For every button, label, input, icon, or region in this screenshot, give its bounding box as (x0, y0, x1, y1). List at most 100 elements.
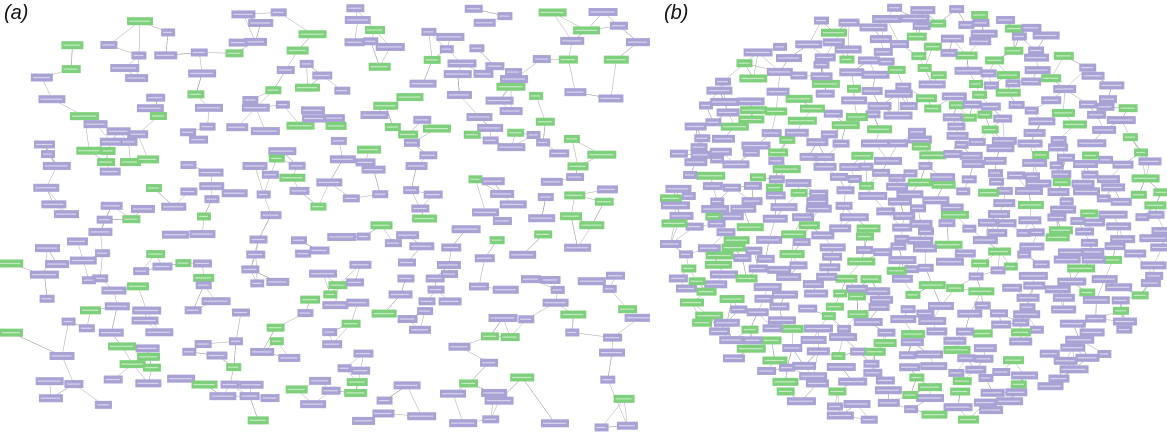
node-label-glyphs (920, 230, 932, 232)
network-node (1021, 77, 1042, 86)
network-edge (99, 253, 103, 279)
node-label-glyphs (1079, 142, 1104, 144)
node-label-glyphs (443, 273, 456, 275)
network-node (600, 375, 616, 384)
network-node (868, 302, 890, 311)
network-node (231, 10, 256, 19)
network-node (1059, 319, 1086, 328)
node-label-glyphs (343, 323, 358, 325)
node-label-glyphs (774, 381, 796, 383)
network-node (1084, 218, 1106, 227)
node-label-glyphs (474, 211, 497, 213)
network-node (145, 184, 162, 193)
network-node (1051, 108, 1075, 117)
network-node (779, 250, 805, 259)
node-label-glyphs (945, 340, 964, 342)
network-node (1112, 160, 1134, 169)
network-node (540, 275, 561, 284)
network-edge (138, 21, 141, 56)
network-node (978, 188, 1000, 197)
node-label-glyphs (244, 99, 256, 101)
network-node (327, 232, 357, 241)
network-node (100, 201, 123, 210)
network-node (890, 40, 910, 49)
network-node (769, 302, 790, 311)
node-label-glyphs (945, 153, 960, 155)
network-node (489, 236, 505, 245)
network-node (310, 202, 327, 211)
network-node (940, 34, 964, 43)
network-node (577, 277, 606, 286)
node-label-glyphs (791, 264, 805, 266)
network-node (669, 211, 694, 220)
node-label-glyphs (687, 226, 701, 228)
node-label-glyphs (475, 73, 491, 75)
network-node (863, 368, 883, 377)
node-label-glyphs (348, 281, 362, 284)
node-label-glyphs (874, 18, 899, 20)
network-node (946, 131, 969, 140)
node-label-glyphs (828, 366, 853, 368)
network-node (342, 194, 360, 203)
node-label-glyphs (589, 154, 614, 156)
node-label-glyphs (311, 249, 327, 252)
network-node (346, 278, 365, 287)
network-node (776, 54, 803, 63)
node-label-glyphs (967, 369, 984, 371)
node-label-glyphs (737, 277, 755, 280)
node-label-glyphs (124, 218, 138, 220)
network-node (730, 305, 748, 314)
network-node (1140, 261, 1167, 270)
node-label-glyphs (1004, 287, 1020, 289)
network-node (1050, 135, 1067, 144)
node-label-glyphs (520, 318, 532, 320)
network-node (1151, 227, 1167, 236)
network-node (300, 295, 321, 304)
node-label-glyphs (487, 99, 511, 102)
network-node (815, 153, 835, 162)
network-node (907, 135, 932, 144)
node-label-glyphs (357, 161, 373, 163)
network-node (425, 274, 445, 283)
network-node (910, 204, 927, 213)
network-node (496, 82, 526, 91)
network-node (1060, 343, 1086, 352)
network-node (106, 127, 131, 136)
network-node (802, 280, 824, 289)
node-label-glyphs (565, 138, 577, 140)
node-label-glyphs (1055, 360, 1075, 362)
node-label-glyphs (1081, 331, 1102, 334)
network-node (180, 128, 197, 137)
network-node (563, 134, 580, 143)
network-node (688, 277, 706, 286)
network-node (492, 285, 519, 294)
network-edge (249, 396, 259, 421)
node-label-glyphs (443, 246, 459, 249)
network-node (1016, 293, 1040, 302)
node-label-glyphs (1107, 286, 1130, 288)
network-node (38, 394, 63, 403)
node-label-glyphs (889, 69, 903, 71)
node-label-glyphs (291, 190, 307, 192)
network-node (772, 165, 801, 174)
network-node (1091, 275, 1118, 284)
node-label-glyphs (332, 140, 344, 142)
network-node (1078, 100, 1097, 109)
node-label-glyphs (982, 392, 1002, 394)
network-node (135, 344, 160, 353)
network-node (887, 65, 906, 74)
node-label-glyphs (922, 365, 945, 367)
network-node (436, 260, 461, 269)
network-node (986, 144, 1015, 153)
node-label-glyphs (245, 41, 264, 43)
node-label-glyphs (372, 224, 390, 226)
node-label-glyphs (919, 67, 929, 69)
network-node (761, 336, 782, 345)
node-label-glyphs (302, 109, 322, 111)
node-label-glyphs (43, 203, 64, 205)
network-node (847, 310, 869, 319)
node-label-glyphs (918, 397, 942, 399)
network-node (1009, 337, 1033, 346)
node-label-glyphs (147, 331, 171, 333)
node-label-glyphs (756, 298, 771, 300)
